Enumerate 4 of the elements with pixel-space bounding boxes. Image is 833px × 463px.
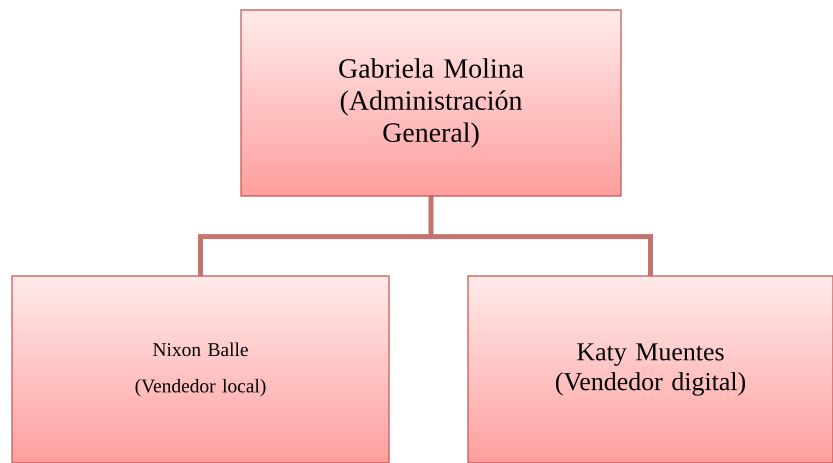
person-box: Gabriela Molina (Administración General) bbox=[240, 9, 622, 197]
connector-line bbox=[428, 196, 653, 276]
person-box: Katy Muentes (Vendedor digital) bbox=[467, 275, 833, 463]
person-box: Nixon Balle (Vendedor local) bbox=[11, 275, 390, 463]
